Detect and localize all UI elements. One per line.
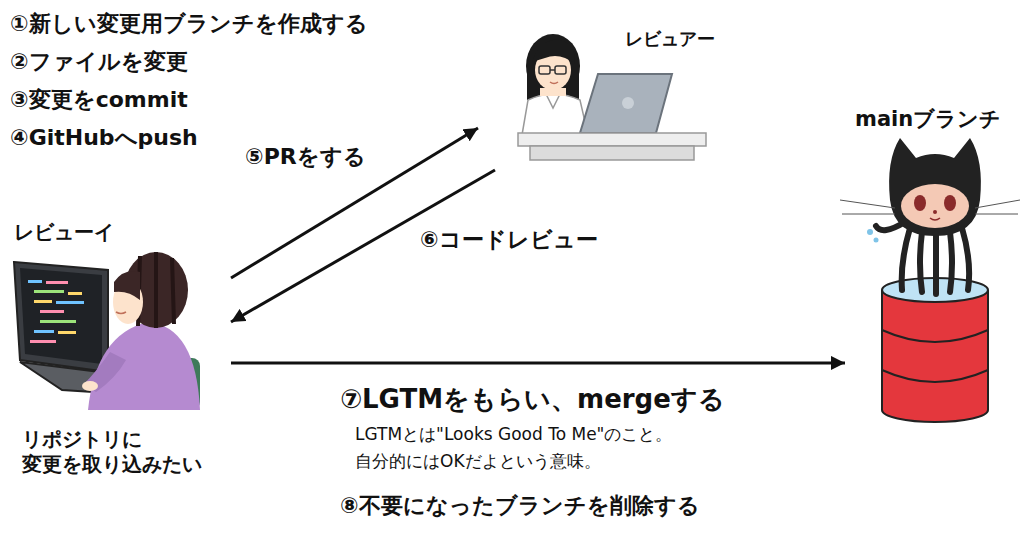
octocat-database-illustration (840, 138, 1020, 422)
reviewee-illustration (14, 252, 200, 410)
reviewer-node: レビュアー (478, 20, 728, 170)
step-text: ①新しい変更用ブランチを作成する (10, 10, 368, 38)
step-text: ⑧不要になったブランチを削除する (340, 492, 700, 520)
arrow-connector (231, 361, 845, 364)
note-text: 自分的にはOKだよという意味。 (355, 451, 601, 472)
step-text: ②ファイルを変更 (10, 48, 188, 76)
edge-label: ⑤PRをする (245, 143, 366, 171)
reviewee-node: レビューイリポジトリに 変更を取り込みたい (8, 215, 231, 495)
node-text: mainブランチ (855, 106, 1001, 132)
reviewer-illustration (518, 34, 706, 160)
main-branch-node: mainブランチ (845, 100, 1020, 425)
step-text: ④GitHubへpush (10, 124, 198, 152)
node-text: レビューイ (14, 220, 114, 245)
node-text: リポジトリに 変更を取り込みたい (22, 427, 227, 477)
step-text: ③変更をcommit (10, 86, 188, 114)
note-text: LGTMとは"Looks Good To Me"のこと。 (355, 424, 672, 445)
edge-label: ⑥コードレビュー (420, 226, 598, 254)
arrow-connector (231, 128, 478, 278)
edge-label: ⑦LGTMをもらい、mergeする (340, 383, 725, 416)
node-text: レビュアー (625, 28, 715, 51)
